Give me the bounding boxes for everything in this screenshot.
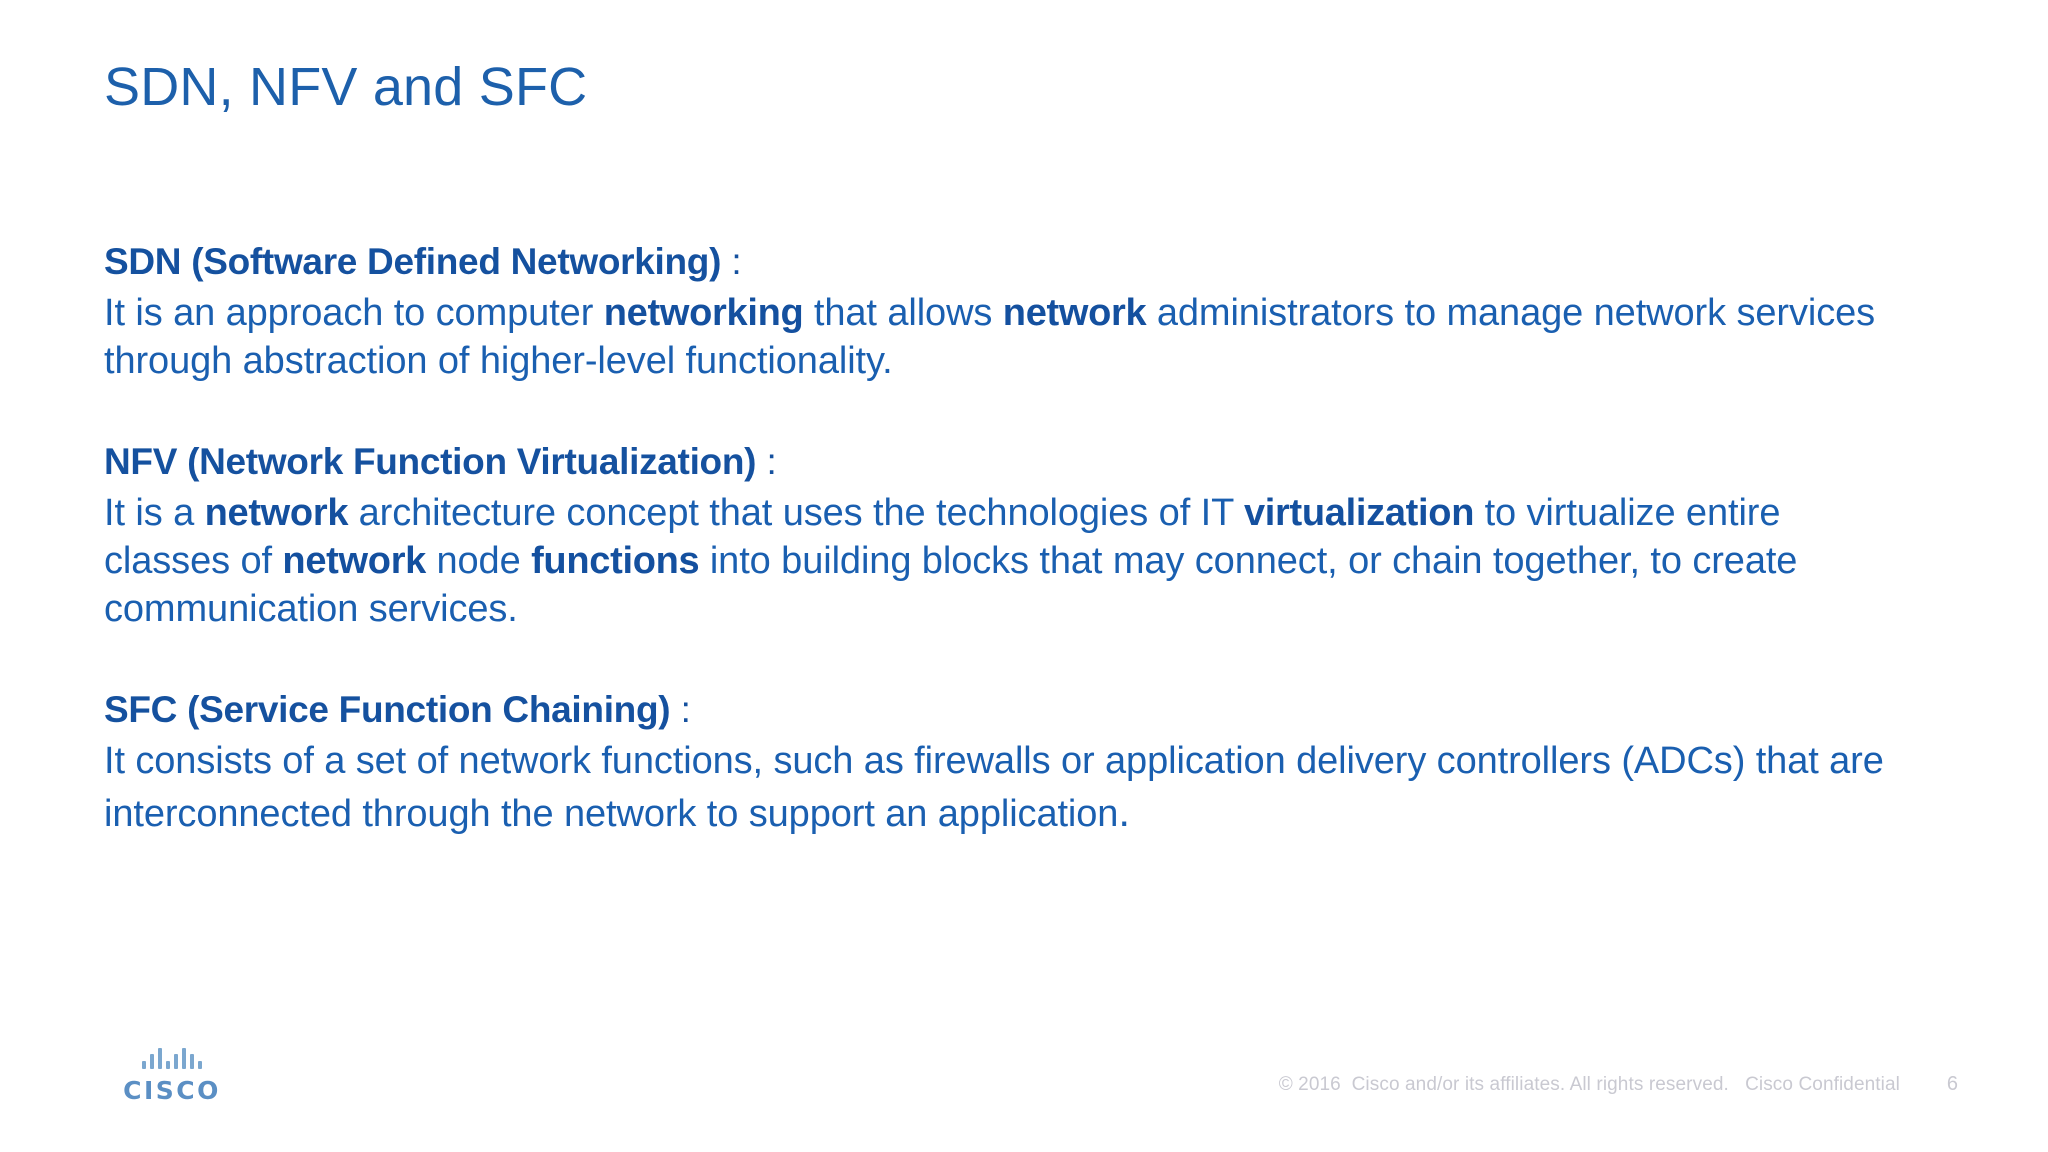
body-text: It consists of a set of network function…: [104, 739, 1884, 835]
footer-copyright: © 2016 Cisco and/or its affiliates. All …: [1278, 1074, 1900, 1095]
section-body-sdn: It is an approach to computer networking…: [104, 290, 1914, 386]
body-text: architecture concept that uses the techn…: [348, 491, 1244, 534]
section-nfv: NFV (Network Function Virtualization) : …: [104, 438, 1914, 634]
body-text: into building blocks that may connect, o…: [104, 539, 1798, 630]
section-heading-sdn: SDN (Software Defined Networking) :: [104, 238, 1914, 286]
footer-page-number: 6: [1946, 1073, 1958, 1095]
page-title: SDN, NFV and SFC: [104, 57, 588, 117]
cisco-logo-bars-icon: [112, 1047, 232, 1069]
body-text: node: [426, 539, 532, 582]
body-text: that allows: [803, 292, 1003, 335]
cisco-logo-icon: CISCO: [112, 1047, 232, 1109]
section-heading-sdn-text: SDN (Software Defined Networking): [104, 241, 722, 282]
cisco-logo-wordmark: CISCO: [123, 1076, 221, 1105]
emphasis-text: functions: [531, 539, 700, 582]
body-text: It is an approach to computer: [104, 292, 604, 335]
section-heading-sdn-colon: :: [721, 241, 742, 282]
section-heading-sfc: SFC (Service Function Chaining) :: [104, 686, 1914, 734]
emphasis-text: network: [1002, 292, 1147, 335]
emphasis-text: network: [282, 539, 427, 582]
section-heading-nfv: NFV (Network Function Virtualization) :: [104, 438, 1914, 486]
body-text: administrators to manage network service…: [104, 292, 1876, 382]
section-heading-nfv-text: NFV (Network Function Virtualization): [104, 440, 757, 482]
section-body-nfv: It is a network architecture concept tha…: [104, 490, 1914, 634]
section-heading-sfc-colon: :: [670, 688, 691, 730]
emphasis-text: networking: [603, 292, 804, 335]
section-body-sfc: It consists of a set of network function…: [104, 738, 1914, 839]
section-sdn: SDN (Software Defined Networking) : It i…: [104, 238, 1914, 386]
emphasis-text: virtualization: [1243, 491, 1475, 534]
emphasis-text: network: [204, 491, 349, 534]
section-sfc: SFC (Service Function Chaining) : It con…: [104, 686, 1914, 839]
body-text: It is a: [104, 491, 205, 534]
body-text: to virtualize entire classes of: [104, 491, 1781, 582]
body-text: .: [1118, 787, 1130, 835]
section-heading-sfc-text: SFC (Service Function Chaining): [104, 688, 671, 730]
section-heading-nfv-colon: :: [756, 440, 777, 482]
slide-content: SDN (Software Defined Networking) : It i…: [104, 238, 1914, 838]
